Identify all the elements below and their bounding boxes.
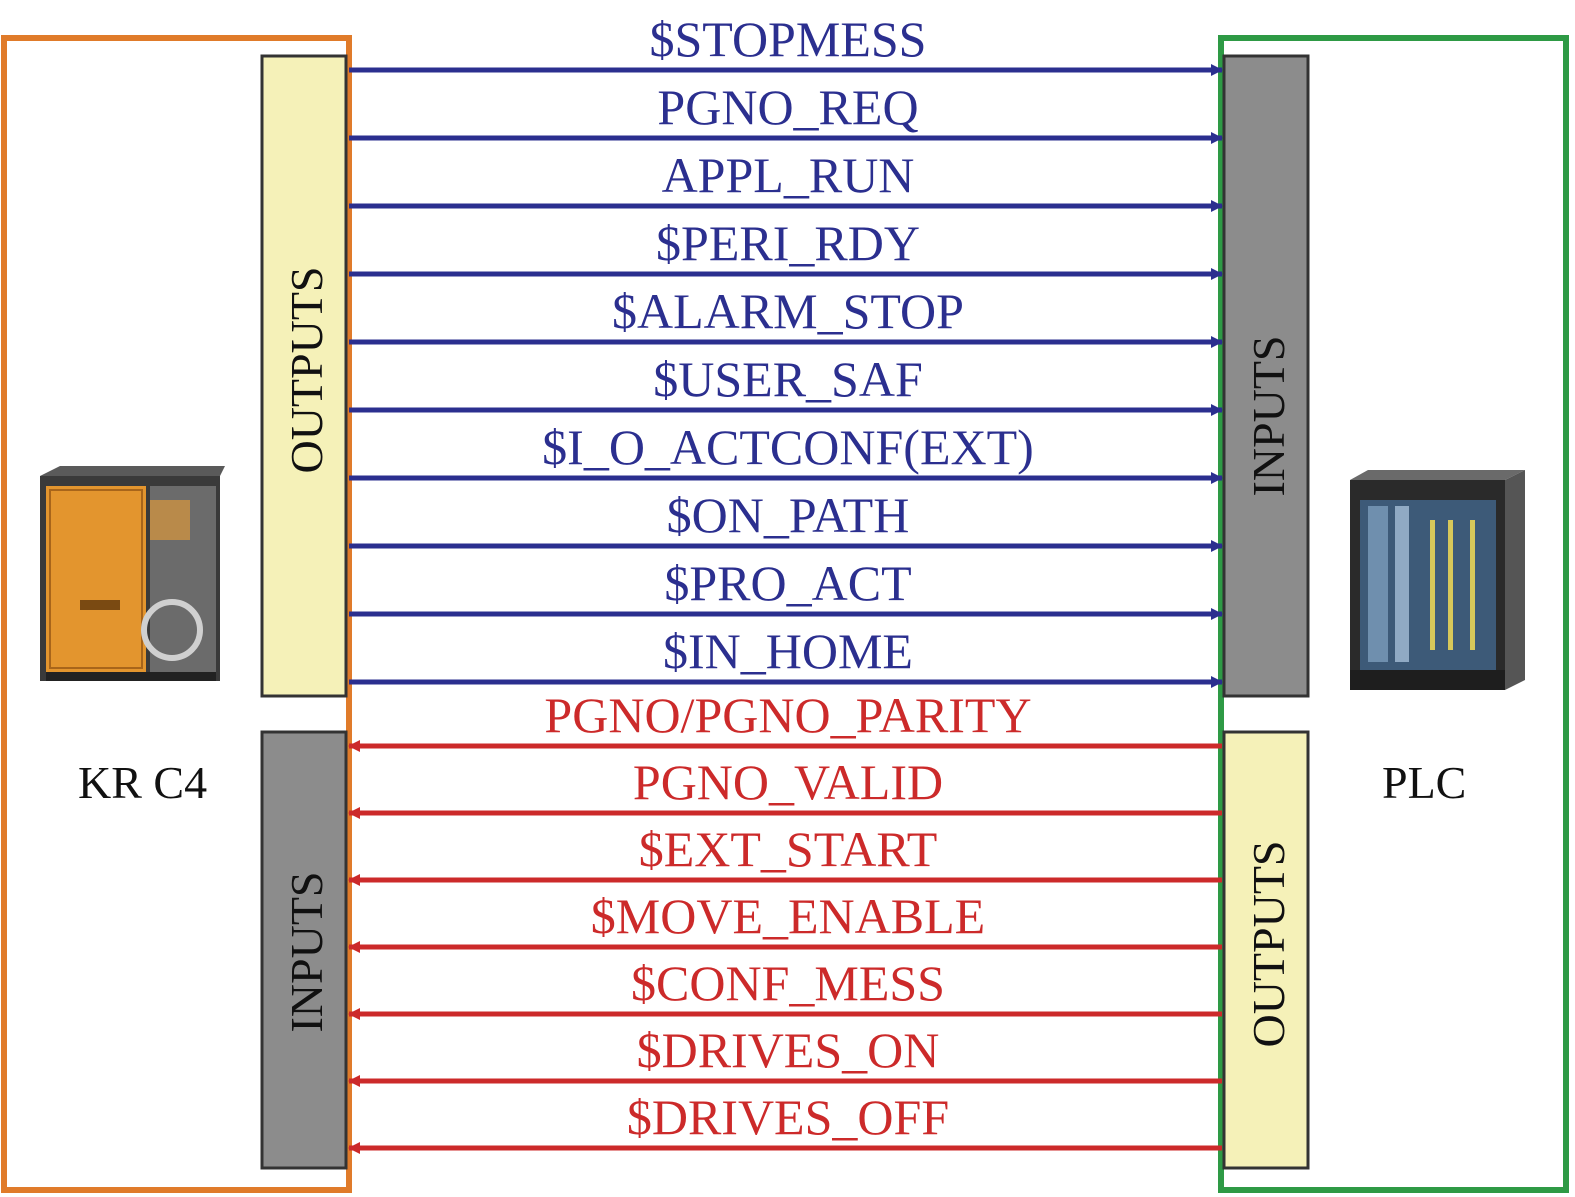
signal-label: $PRO_ACT bbox=[664, 555, 911, 611]
kr-c4-outputs-block bbox=[260, 54, 348, 698]
signal-label: PGNO/PGNO_PARITY bbox=[544, 687, 1031, 743]
plc-outputs-label: OUTPUTS bbox=[1243, 840, 1294, 1047]
signal-label: $IN_HOME bbox=[663, 623, 913, 679]
kr-c4-outputs-label: OUTPUTS bbox=[281, 266, 332, 473]
plc-outputs-block bbox=[1222, 730, 1310, 1170]
plc-label: PLC bbox=[1382, 757, 1466, 808]
plc-inputs-block bbox=[1222, 54, 1310, 698]
signal-label: $STOPMESS bbox=[650, 11, 927, 67]
signal-label: $CONF_MESS bbox=[631, 955, 945, 1011]
plc-rack-icon bbox=[1350, 470, 1525, 690]
signal-label: $MOVE_ENABLE bbox=[591, 888, 985, 944]
signal-label: $DRIVES_ON bbox=[637, 1022, 940, 1078]
signal-label: $DRIVES_OFF bbox=[627, 1089, 949, 1145]
signal-label: PGNO_REQ bbox=[657, 79, 918, 135]
signal-label: $EXT_START bbox=[639, 821, 938, 877]
kuka-controller-cabinet-icon bbox=[40, 466, 225, 681]
signal-label: $ALARM_STOP bbox=[612, 283, 964, 339]
kr-c4-inputs-block bbox=[260, 730, 348, 1170]
plc-inputs-label: INPUTS bbox=[1243, 335, 1294, 496]
kr-c4-label: KR C4 bbox=[78, 757, 207, 808]
signal-label: $ON_PATH bbox=[667, 487, 910, 543]
signal-label: APPL_RUN bbox=[662, 147, 915, 203]
robot-to-plc-signals: $STOPMESS PGNO_REQ APPL_RUN $PERI_RDY $ALARM… bbox=[349, 11, 1223, 688]
signal-label: $USER_SAF bbox=[653, 351, 923, 407]
plc-to-robot-signals: PGNO/PGNO_PARITY PGNO_VALID $EXT_START $MOV… bbox=[348, 687, 1222, 1154]
signal-label: $I_O_ACTCONF(EXT) bbox=[542, 419, 1034, 475]
kr-c4-inputs-label: INPUTS bbox=[281, 871, 332, 1032]
signal-label: PGNO_VALID bbox=[633, 754, 943, 810]
signal-label: $PERI_RDY bbox=[656, 215, 920, 271]
